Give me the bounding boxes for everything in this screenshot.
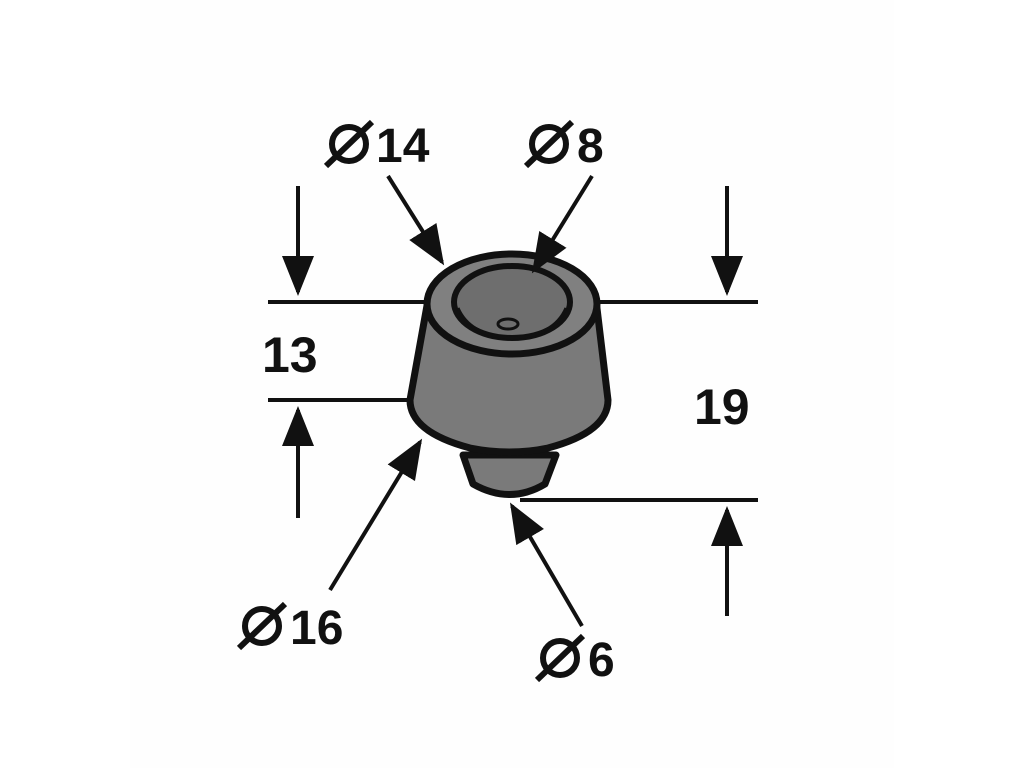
diameter-symbol-icon xyxy=(236,601,288,651)
diameter-6-callout: 6 xyxy=(509,502,615,687)
stem-body xyxy=(459,451,560,498)
diameter-16-label: 16 xyxy=(290,602,343,655)
dimension-13-label: 13 xyxy=(262,327,318,383)
leader-arrow-14 xyxy=(386,174,445,266)
diameter-symbol-icon xyxy=(323,119,375,169)
center-hole xyxy=(496,317,520,331)
diameter-14-callout: 14 xyxy=(323,119,445,266)
diameter-16-callout: 16 xyxy=(236,438,423,655)
diameter-8-label: 8 xyxy=(577,120,604,173)
diameter-symbol-icon xyxy=(523,119,575,169)
rubber-foot-part xyxy=(406,250,612,498)
dimension-19: 19 xyxy=(520,186,758,616)
diameter-8-callout: 8 xyxy=(523,119,604,274)
leader-arrow-16 xyxy=(328,438,423,592)
diameter-symbol-icon xyxy=(534,633,586,683)
leader-arrow-6 xyxy=(509,502,584,628)
dimension-13: 13 xyxy=(262,186,428,518)
leader-arrow-8 xyxy=(531,174,594,274)
diameter-14-label: 14 xyxy=(376,120,430,173)
dimension-19-label: 19 xyxy=(694,379,750,435)
inner-cup-floor xyxy=(456,307,568,340)
diameter-6-label: 6 xyxy=(588,634,615,687)
